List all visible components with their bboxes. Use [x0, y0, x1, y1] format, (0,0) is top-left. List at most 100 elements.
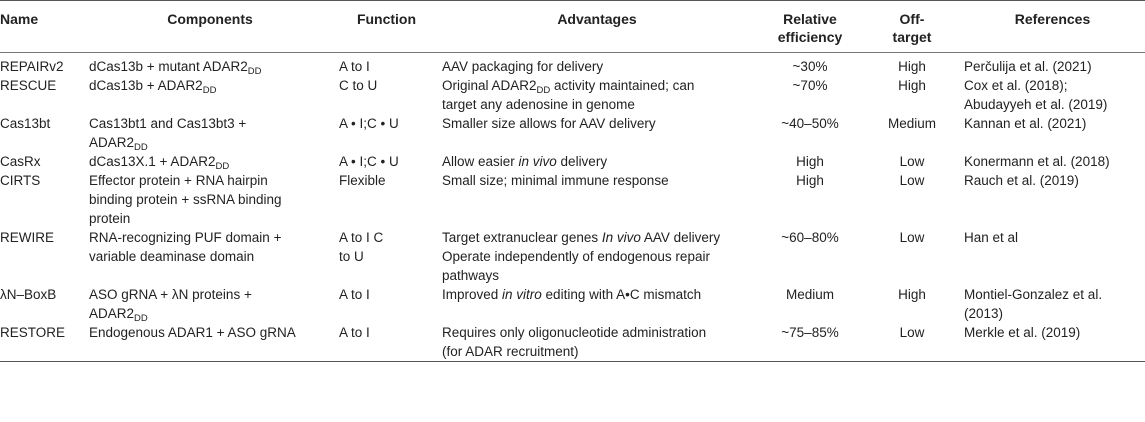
cell-references: Merkle et al. (2019) — [964, 325, 1081, 340]
header-efficiency: Relative efficiency — [756, 1, 864, 53]
advantages-text: Target extranuclear genes — [442, 230, 602, 245]
components-text: variable deaminase domain — [89, 249, 255, 264]
cell-offtarget: High — [898, 59, 926, 74]
cell-components: Cas13bt1 and Cas13bt3 + ADAR2DD — [85, 114, 335, 152]
cell-offtarget: High — [898, 78, 926, 93]
cell-function: A • I;C • U — [339, 116, 399, 131]
components-subscript: DD — [134, 313, 148, 324]
cell-efficiency: ~60–80% — [781, 230, 839, 245]
cell-offtarget: Medium — [887, 116, 936, 131]
cell-function: A to I — [339, 59, 370, 74]
reference-text: (2013) — [964, 306, 1004, 321]
cell-advantages: Smaller size allows for AAV delivery — [442, 116, 656, 131]
cell-offtarget: High — [898, 287, 926, 302]
cell-name: λN–BoxB — [0, 287, 57, 302]
cell-references: Rauch et al. (2019) — [964, 173, 1079, 188]
advantages-italic: In vivo — [601, 230, 641, 245]
cell-efficiency: ~70% — [792, 78, 828, 93]
cell-references: Konermann et al. (2018) — [964, 154, 1110, 169]
cell-advantages: Requires only oligonucleotide administra… — [438, 323, 756, 362]
cell-function: Flexible — [339, 173, 386, 188]
advantages-text: Requires only oligonucleotide administra… — [442, 325, 707, 340]
components-text: ADAR2 — [89, 306, 135, 321]
cell-references: Perčulija et al. (2021) — [964, 59, 1092, 74]
advantages-italic: in vitro — [502, 287, 542, 302]
table-row: λN–BoxB ASO gRNA + λN proteins +ADAR2DD … — [0, 285, 1145, 323]
components-text: ASO gRNA + λN proteins + — [89, 287, 252, 302]
header-advantages: Advantages — [557, 11, 637, 27]
advantages-text: editing with A•C mismatch — [541, 287, 702, 302]
cell-advantages: Original ADAR2DD activity maintained; ca… — [438, 76, 756, 114]
cell-efficiency: ~75–85% — [781, 325, 839, 340]
cell-name: REWIRE — [0, 230, 54, 245]
advantages-text: delivery — [556, 154, 608, 169]
header-offtarget-line2: target — [892, 29, 932, 45]
cell-offtarget: Low — [899, 325, 925, 340]
cell-function: A to I C to U — [335, 228, 438, 285]
advantages-text: Allow easier — [442, 154, 519, 169]
cell-advantages: Target extranuclear genes In vivo AAV de… — [438, 228, 756, 285]
cell-references: Montiel-Gonzalez et al.(2013) — [960, 285, 1145, 323]
function-text: A to I C — [339, 230, 384, 245]
cell-name: RESCUE — [0, 78, 57, 93]
header-offtarget-line1: Off- — [899, 11, 925, 27]
table-row: REPAIRv2 dCas13b + mutant ADAR2DD A to I… — [0, 53, 1145, 77]
components-subscript: DD — [247, 66, 262, 77]
components-subscript: DD — [134, 142, 148, 153]
cell-advantages: Small size; minimal immune response — [442, 173, 669, 188]
cell-efficiency: Medium — [785, 287, 834, 302]
advantages-text: activity maintained; can — [550, 78, 695, 93]
function-text: to U — [339, 249, 364, 264]
cell-components: Endogenous ADAR1 + ASO gRNA — [89, 325, 296, 340]
reference-text: Cox et al. (2018); — [964, 78, 1068, 93]
cell-offtarget: Low — [899, 173, 925, 188]
header-name: Name — [0, 11, 39, 27]
header-efficiency-line1: Relative — [783, 11, 837, 27]
components-text: Effector protein + RNA hairpin — [89, 173, 268, 188]
components-text: RNA-recognizing PUF domain + — [89, 230, 282, 245]
table-row: RESTORE Endogenous ADAR1 + ASO gRNA A to… — [0, 323, 1145, 362]
components-text: binding protein + ssRNA binding — [89, 192, 282, 207]
advantages-text: AAV delivery — [640, 230, 721, 245]
cell-components: Effector protein + RNA hairpin binding pr… — [85, 171, 335, 228]
cell-components: ASO gRNA + λN proteins + ADAR2DD — [85, 285, 335, 323]
cell-offtarget: Low — [899, 154, 925, 169]
header-efficiency-line2: efficiency — [777, 29, 843, 45]
components-text: dCas13b + ADAR2 — [89, 78, 203, 93]
cell-advantages: Improved in vitro editing with A•C misma… — [438, 285, 756, 323]
cell-components: dCas13b + mutant ADAR2DD — [85, 53, 335, 77]
cell-function: A • I;C • U — [339, 154, 399, 169]
header-function: Function — [356, 11, 417, 27]
cell-function: A to I — [339, 325, 370, 340]
advantages-text: target any adenosine in genome — [442, 97, 635, 112]
cell-efficiency: ~40–50% — [781, 116, 839, 131]
components-subscript: DD — [215, 161, 230, 172]
header-offtarget: Off-target — [864, 1, 960, 53]
table-row: REWIRE RNA-recognizing PUF domain + varia… — [0, 228, 1145, 285]
advantages-text: pathways — [442, 268, 500, 283]
rna-editing-table: Name Components Function Advantages Rela… — [0, 0, 1145, 362]
cell-name: Cas13bt — [0, 116, 51, 131]
cell-references: Cox et al. (2018); Abudayyeh et al. (2019… — [960, 76, 1145, 114]
components-text: dCas13b + mutant ADAR2 — [89, 59, 248, 74]
table-row: CasRx dCas13X.1 + ADAR2DD A • I;C • U Al… — [0, 152, 1145, 171]
advantages-subscript: DD — [536, 85, 551, 96]
cell-name: REPAIRv2 — [0, 59, 64, 74]
reference-text: Abudayyeh et al. (2019) — [964, 97, 1108, 112]
components-subscript: DD — [202, 85, 217, 96]
cell-name: CasRx — [0, 154, 41, 169]
header-components: Components — [167, 11, 253, 27]
cell-name: RESTORE — [0, 325, 66, 340]
cell-efficiency: High — [796, 154, 824, 169]
components-text: Cas13bt1 and Cas13bt3 + — [89, 116, 247, 131]
advantages-italic: in vivo — [518, 154, 557, 169]
cell-efficiency: ~30% — [792, 59, 828, 74]
advantages-text: Operate independently of endogenous repa… — [442, 249, 710, 264]
cell-efficiency: High — [796, 173, 824, 188]
components-text: dCas13X.1 + ADAR2 — [89, 154, 216, 169]
components-text: protein — [89, 211, 131, 226]
components-text: ADAR2 — [89, 135, 135, 150]
table-row: RESCUE dCas13b + ADAR2DD C to U Original… — [0, 76, 1145, 114]
cell-references: Han et al — [964, 230, 1019, 245]
